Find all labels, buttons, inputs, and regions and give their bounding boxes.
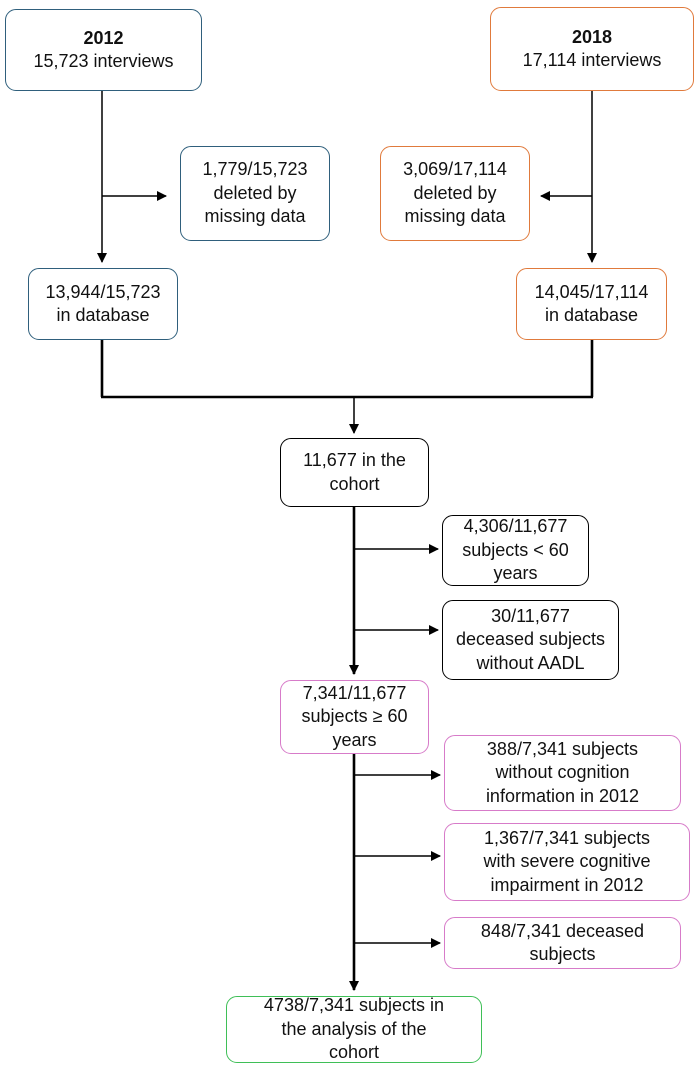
- box-database-2012: 13,944/15,723 in database: [28, 268, 178, 340]
- box-without-cognition: 388/7,341 subjects without cognition inf…: [444, 735, 681, 811]
- box-analysis-cohort: 4738/7,341 subjects in the analysis of t…: [226, 995, 482, 1063]
- over-60-text: 7,341/11,677 subjects ≥ 60 years: [301, 682, 408, 750]
- box-2018-interviews: 2018 17,114 interviews: [490, 7, 694, 91]
- database-2018-text: 14,045/17,114 in database: [534, 281, 649, 325]
- box-database-2018: 14,045/17,114 in database: [516, 268, 667, 340]
- cohort-text: 11,677 in the cohort: [303, 450, 406, 494]
- deceased-without-aadl-text: 30/11,677 deceased subjects without AADL: [455, 605, 606, 673]
- year-2012-label: 2012: [83, 27, 124, 48]
- under-60-text: 4,306/11,677 subjects < 60 years: [462, 516, 569, 584]
- box-cohort: 11,677 in the cohort: [280, 438, 429, 507]
- box-deceased-without-aadl: 30/11,677 deceased subjects without AADL: [442, 600, 619, 680]
- box-subjects-over-60: 7,341/11,677 subjects ≥ 60 years: [280, 680, 429, 754]
- year-2018-label: 2018: [571, 26, 613, 47]
- deleted-2018-text: 3,069/17,114 deleted by missing data: [403, 159, 507, 227]
- deceased-subjects-text: 848/7,341 deceased subjects: [480, 920, 645, 964]
- box-deleted-2018: 3,069/17,114 deleted by missing data: [380, 146, 530, 241]
- box-2012-interviews: 2012 15,723 interviews: [5, 9, 202, 91]
- database-2012-text: 13,944/15,723 in database: [45, 281, 161, 325]
- without-cognition-text: 388/7,341 subjects without cognition inf…: [485, 738, 640, 806]
- analysis-text: 4738/7,341 subjects in the analysis of t…: [263, 995, 445, 1063]
- box-deleted-2012: 1,779/15,723 deleted by missing data: [180, 146, 330, 241]
- box-deceased-subjects: 848/7,341 deceased subjects: [444, 917, 681, 969]
- box-under-60: 4,306/11,677 subjects < 60 years: [442, 515, 589, 586]
- box-severe-cognitive-impairment: 1,367/7,341 subjects with severe cogniti…: [444, 823, 690, 901]
- severe-impairment-text: 1,367/7,341 subjects with severe cogniti…: [483, 827, 651, 895]
- interviews-2012-text: 15,723 interviews: [33, 51, 174, 71]
- deleted-2012-text: 1,779/15,723 deleted by missing data: [202, 159, 308, 227]
- interviews-2018-text: 17,114 interviews: [522, 50, 662, 70]
